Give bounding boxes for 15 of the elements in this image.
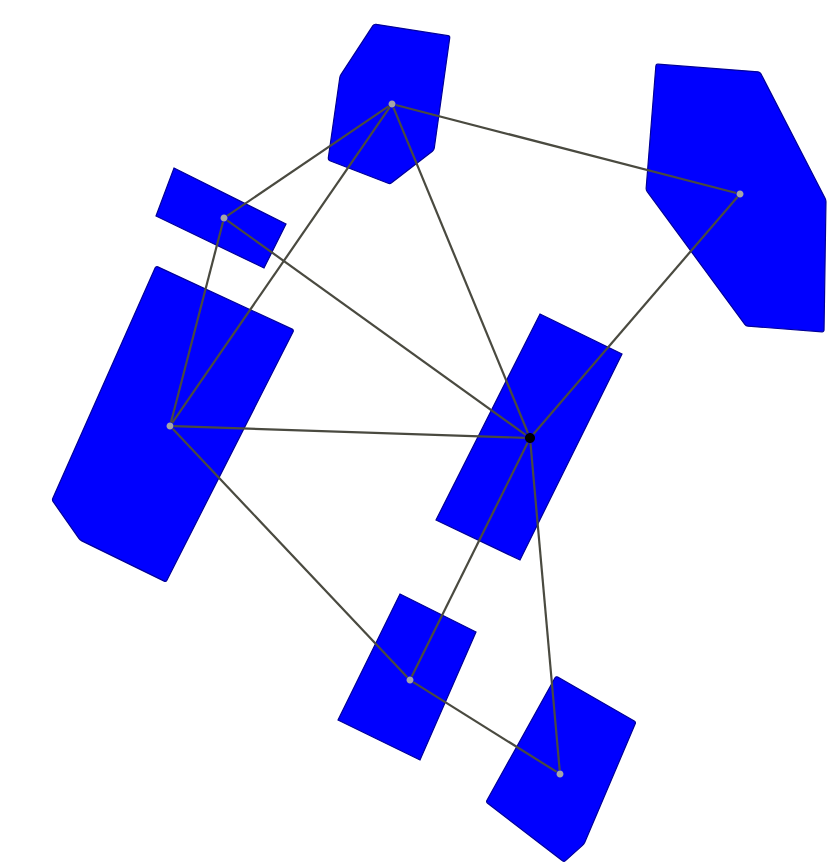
connector-line (410, 442, 529, 677)
connector-line (395, 103, 737, 195)
polygon-shape (486, 676, 636, 862)
connector-line (169, 221, 225, 423)
connector-line (171, 106, 391, 424)
connector-line (392, 107, 529, 434)
polygon-shape (327, 23, 451, 185)
connector-line (226, 219, 527, 436)
connector-line (412, 681, 558, 773)
polygon-shape (645, 63, 827, 333)
connector-line (171, 428, 409, 678)
connector-line (529, 443, 561, 771)
connector-line (226, 105, 390, 217)
connector-line (173, 425, 525, 439)
connector-line (532, 196, 739, 435)
